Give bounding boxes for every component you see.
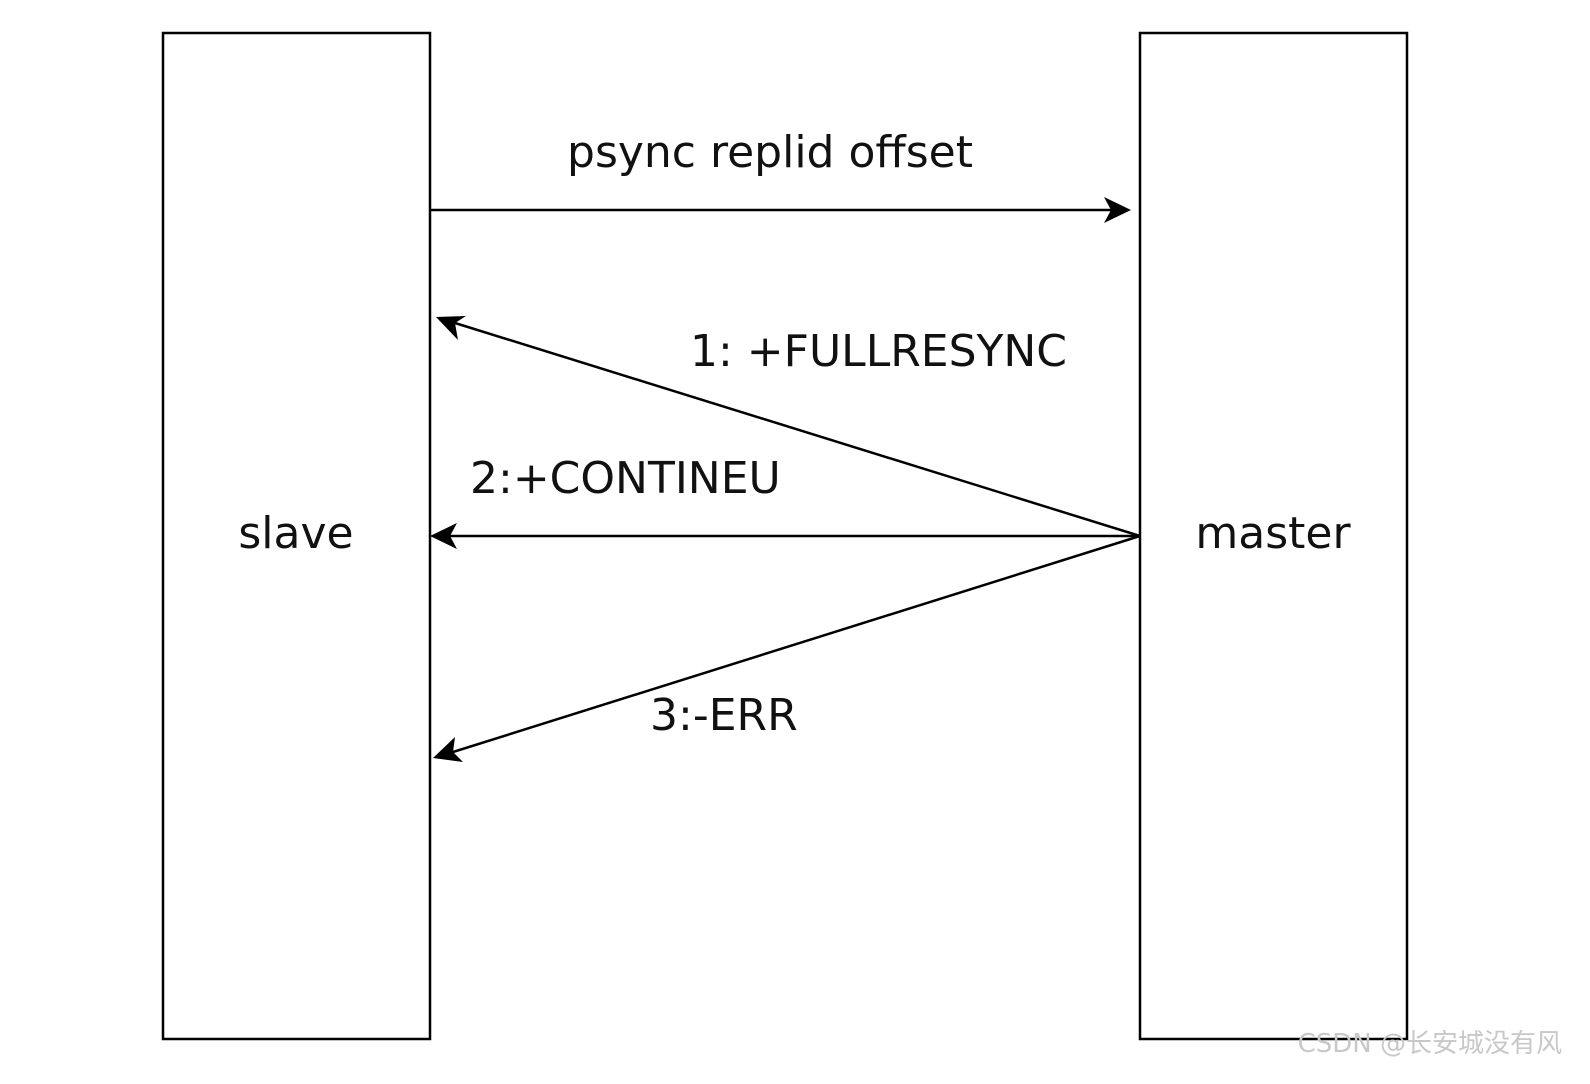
psync-arrowhead bbox=[1104, 197, 1131, 223]
slave-node-label: slave bbox=[238, 508, 353, 559]
fullresync-edge-label: 1: +FULLRESYNC bbox=[690, 326, 1067, 377]
master-node-box bbox=[1138, 31, 1409, 1041]
psync-edge-label: psync replid offset bbox=[567, 127, 973, 178]
master-node-label: master bbox=[1195, 508, 1351, 559]
continue-arrowhead bbox=[430, 523, 457, 549]
err-edge-label: 3:-ERR bbox=[650, 690, 798, 741]
err-arrowhead bbox=[433, 737, 463, 762]
err-edge-line bbox=[452, 534, 1141, 754]
slave-node-box bbox=[161, 31, 432, 1041]
continue-edge-label: 2:+CONTINEU bbox=[470, 453, 781, 504]
fullresync-edge-line bbox=[454, 321, 1141, 538]
fullresync-arrowhead bbox=[436, 316, 466, 340]
csdn-watermark-text: CSDN @长安城没有风 bbox=[1298, 1029, 1562, 1059]
